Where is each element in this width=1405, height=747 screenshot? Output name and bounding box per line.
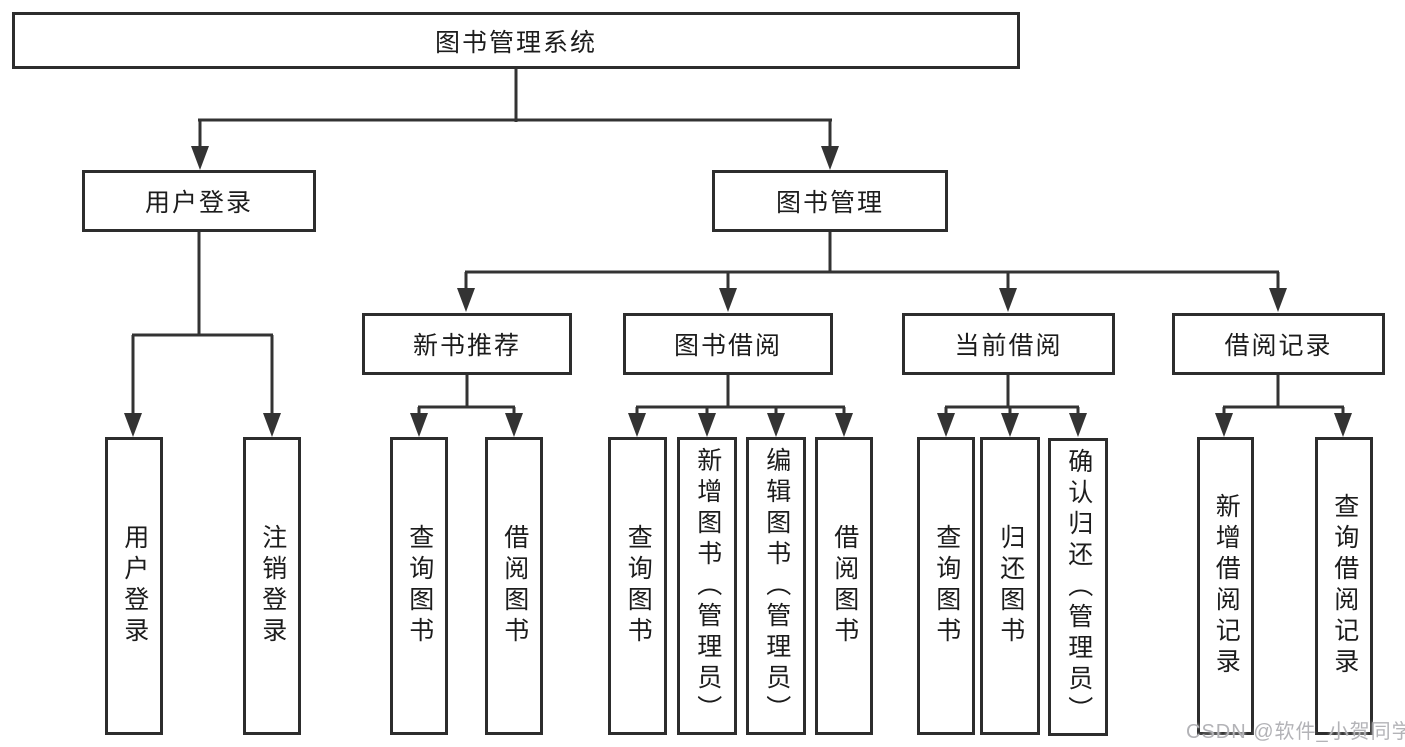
node-label: 查询借阅记录 [1330,493,1359,679]
node-label: 注销登录 [258,524,287,648]
connector-book-management-split [464,230,1280,292]
node-label: 查询图书 [405,524,434,648]
arrowheads [124,146,1352,437]
node-label: 当前借阅 [954,332,1063,360]
leaf-borrow-books-recommend: 借阅图书 [485,437,543,735]
node-label: 查询图书 [932,524,961,648]
node-book-management: 图书管理 [712,170,948,232]
leaf-add-borrow-record: 新增借阅记录 [1197,437,1254,735]
arrow-down-icon [1334,413,1352,437]
arrow-down-icon [821,146,839,170]
node-label: 归还图书 [996,524,1025,648]
node-label: 确认归还（管理员） [1064,447,1093,727]
leaf-query-borrow-record: 查询借阅记录 [1315,437,1373,735]
arrow-down-icon [628,413,646,437]
csdn-watermark: CSDN @软件_小贺同学 [1186,721,1405,743]
arrow-down-icon [1215,413,1233,437]
arrow-down-icon [1069,413,1087,437]
node-label: 借阅记录 [1224,332,1333,360]
connector-new-book-split [417,374,516,416]
connector-user-login-split [131,230,274,416]
leaf-confirm-return-admin: 确认归还（管理员） [1048,438,1108,736]
leaf-logout: 注销登录 [243,437,301,735]
node-label: 查询图书 [624,524,653,648]
arrow-down-icon [457,288,475,312]
arrow-down-icon [191,146,209,170]
node-label: 编辑图书（管理员） [762,446,791,726]
arrow-down-icon [1269,288,1287,312]
arrow-down-icon [698,413,716,437]
arrow-down-icon [767,413,785,437]
leaf-query-books-recommend: 查询图书 [390,437,448,735]
node-borrow-records: 借阅记录 [1172,313,1385,375]
leaf-edit-book-admin: 编辑图书（管理员） [746,437,806,735]
node-label: 新书推荐 [412,332,521,360]
connector-book-borrow-split [635,374,846,416]
node-label: 图书借阅 [673,332,782,360]
node-user-login: 用户登录 [82,170,316,232]
leaf-borrow-books: 借阅图书 [815,437,873,735]
arrow-down-icon [1001,413,1019,437]
arrow-down-icon [999,288,1017,312]
connector-borrow-records-split [1222,374,1345,416]
arrow-down-icon [124,413,142,437]
node-label: 图书管理 [775,189,884,217]
node-new-book-recommend: 新书推荐 [362,313,572,375]
leaf-query-books-borrow: 查询图书 [608,437,667,735]
node-label: 借阅图书 [830,524,859,648]
leaf-user-login: 用户登录 [105,437,163,735]
arrow-down-icon [263,413,281,437]
leaf-add-book-admin: 新增图书（管理员） [677,437,737,735]
arrow-down-icon [719,288,737,312]
node-book-borrow: 图书借阅 [623,313,833,375]
node-label: 用户登录 [144,189,253,217]
leaf-query-books-current: 查询图书 [917,437,975,735]
leaf-return-book: 归还图书 [980,437,1040,735]
arrow-down-icon [410,413,428,437]
connector-current-borrow-split [944,374,1080,416]
arrow-down-icon [937,413,955,437]
node-label: 借阅图书 [500,524,529,648]
node-root-system: 图书管理系统 [12,12,1020,69]
node-label: 用户登录 [120,524,149,648]
node-label: 图书管理系统 [434,28,597,57]
arrow-down-icon [505,413,523,437]
connector-root-split [198,68,832,150]
node-current-borrow: 当前借阅 [902,313,1115,375]
node-label: 新增图书（管理员） [693,446,722,726]
node-label: 新增借阅记录 [1212,493,1241,679]
arrow-down-icon [835,413,853,437]
